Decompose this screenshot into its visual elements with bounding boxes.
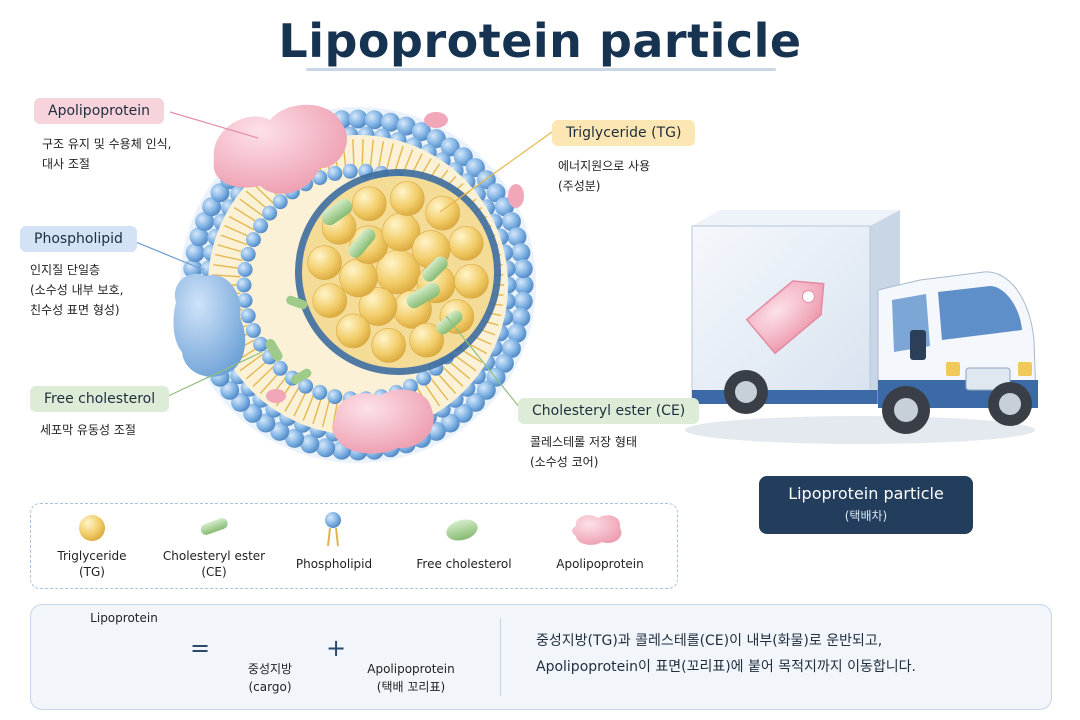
analogy-divider xyxy=(500,618,501,696)
truck-label-title: Lipoprotein particle xyxy=(788,484,944,503)
phospholipid-desc-line: (소수성 내부 보호, xyxy=(30,283,124,297)
legend-label: Free cholesterol xyxy=(416,557,512,571)
title-underline xyxy=(306,68,776,71)
triglyceride-desc-line: 에너지원으로 사용 xyxy=(558,159,651,173)
apolipoprotein-shapes xyxy=(173,104,524,454)
delivery-truck-illustration xyxy=(685,210,1038,444)
lipoprotein-particle xyxy=(173,104,536,463)
truck-label-subtitle: (택배차) xyxy=(844,509,888,523)
triglyceride-label: Triglyceride (TG) xyxy=(552,120,696,146)
plus-sign: + xyxy=(326,634,347,662)
page-title: Lipoprotein particle xyxy=(278,14,802,68)
tag-caption-line: (택배 꼬리표) xyxy=(376,680,446,694)
tag-caption-line: Apolipoprotein xyxy=(367,662,455,676)
small-truck-caption: Lipoprotein xyxy=(90,611,158,625)
legend-icons xyxy=(79,512,622,547)
phospholipid-label: Phospholipid xyxy=(20,226,137,252)
cholesteryl-ester-molecules xyxy=(321,198,463,335)
analogy-description: 중성지방(TG)과 콜레스테롤(CE)이 내부(화물)로 운반되고, Apoli… xyxy=(536,628,916,680)
legend-sublabel: (TG) xyxy=(79,565,105,579)
equals-sign: = xyxy=(190,634,211,662)
apolipoprotein-desc-line: 대사 조절 xyxy=(42,157,90,171)
cholesteryl-ester-desc-line: 콜레스테롤 저장 형태 xyxy=(530,435,637,449)
cholesteryl-ester-desc-line: (소수성 코어) xyxy=(530,455,599,469)
truck-label-box: Lipoprotein particle (택배차) xyxy=(759,476,973,534)
legend-item-triglyceride: Triglyceride (TG) xyxy=(42,548,142,580)
legend-item-apolipoprotein: Apolipoprotein xyxy=(544,556,656,572)
apolipoprotein-desc: 구조 유지 및 수용체 인식, 대사 조절 xyxy=(42,134,171,174)
phospholipid-desc: 인지질 단일층 (소수성 내부 보호, 친수성 표면 형성) xyxy=(30,260,123,320)
free-cholesterol-molecules xyxy=(265,295,312,385)
cholesteryl-ester-label: Cholesteryl ester (CE) xyxy=(518,398,700,424)
phospholipid-desc-line: 친수성 표면 형성) xyxy=(30,303,120,317)
analogy-description-line: Apolipoprotein이 표면(꼬리표)에 붙어 목적지까지 이동합니다. xyxy=(536,659,916,675)
legend-item-cholesteryl-ester: Cholesteryl ester (CE) xyxy=(152,548,276,580)
legend-box xyxy=(30,503,678,589)
tag-caption: Apolipoprotein (택배 꼬리표) xyxy=(356,660,466,696)
phospholipid-desc-line: 인지질 단일층 xyxy=(30,263,101,277)
legend-item-phospholipid: Phospholipid xyxy=(284,556,384,572)
analogy-description-line: 중성지방(TG)과 콜레스테롤(CE)이 내부(화물)로 운반되고, xyxy=(536,633,883,649)
leader-lines xyxy=(125,111,553,409)
cholesteryl-ester-desc: 콜레스테롤 저장 형태 (소수성 코어) xyxy=(530,432,637,472)
triglyceride-desc-line: (주성분) xyxy=(558,179,601,193)
cargo-caption-line: (cargo) xyxy=(248,680,292,694)
triglyceride-desc: 에너지원으로 사용 (주성분) xyxy=(558,156,650,196)
analogy-box xyxy=(30,604,1052,710)
truck-tag-icon xyxy=(745,280,825,355)
legend-item-free-cholesterol: Free cholesterol xyxy=(404,556,524,572)
apolipoprotein-label: Apolipoprotein xyxy=(34,98,165,124)
legend-label: Triglyceride xyxy=(57,549,127,563)
phospholipid-legend-icon xyxy=(325,512,341,547)
triglyceride-core xyxy=(307,181,489,363)
cargo-caption-line: 중성지방 xyxy=(247,662,293,676)
free-cholesterol-desc-line: 세포막 유동성 조절 xyxy=(40,423,136,437)
free-cholesterol-desc: 세포막 유동성 조절 xyxy=(40,420,136,440)
legend-sublabel: (CE) xyxy=(201,565,227,579)
apolipoprotein-desc-line: 구조 유지 및 수용체 인식, xyxy=(42,137,172,151)
cargo-caption: 중성지방 (cargo) xyxy=(230,660,310,696)
legend-label: Cholesteryl ester xyxy=(162,549,266,563)
legend-label: Phospholipid xyxy=(295,557,373,571)
free-cholesterol-label: Free cholesterol xyxy=(30,386,170,412)
legend-label: Apolipoprotein xyxy=(556,557,644,571)
